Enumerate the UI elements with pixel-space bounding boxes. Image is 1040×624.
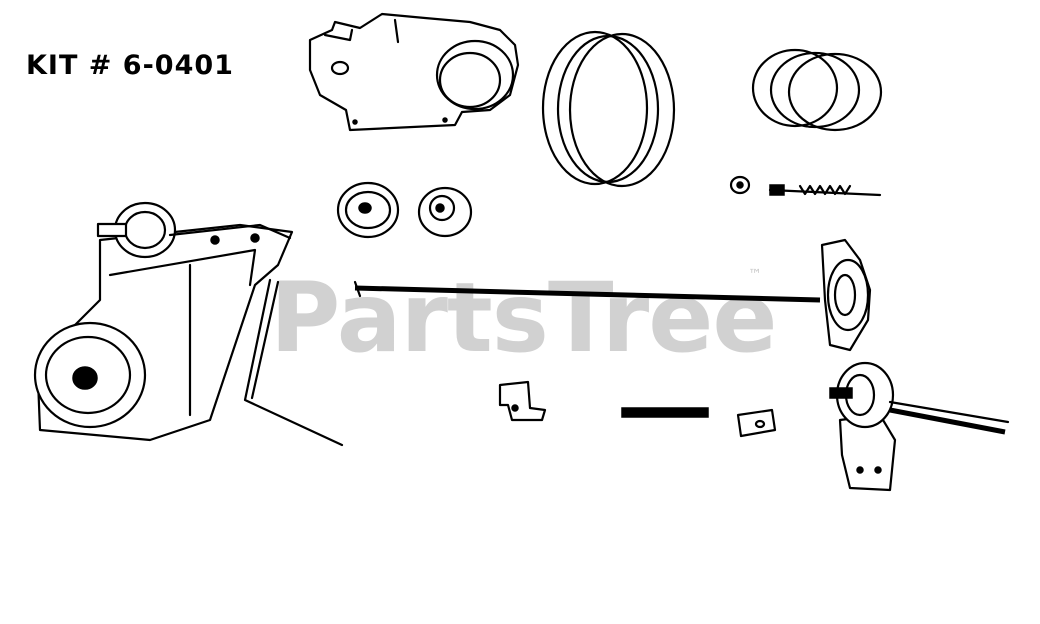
kit-number-label: KIT # 6-0401 bbox=[26, 50, 234, 81]
coupler-sleeve bbox=[736, 408, 777, 438]
belt-guard-plate bbox=[308, 12, 520, 132]
idler-pulley-small bbox=[417, 186, 473, 238]
trademark-symbol: ™ bbox=[748, 267, 762, 283]
drive-shaft bbox=[353, 238, 872, 352]
spring-rod bbox=[621, 407, 709, 418]
washer-nut-set bbox=[729, 175, 751, 195]
idler-pulley-large bbox=[336, 181, 400, 239]
jackshaft-pulley-assembly bbox=[829, 361, 1010, 492]
drive-belt-large bbox=[541, 30, 676, 188]
bracket bbox=[498, 380, 547, 422]
drive-belt-small bbox=[751, 48, 883, 132]
partstree-watermark: PartsTree bbox=[270, 262, 777, 374]
clutch-deck-assembly bbox=[33, 201, 344, 447]
spring-bolt bbox=[768, 184, 882, 197]
